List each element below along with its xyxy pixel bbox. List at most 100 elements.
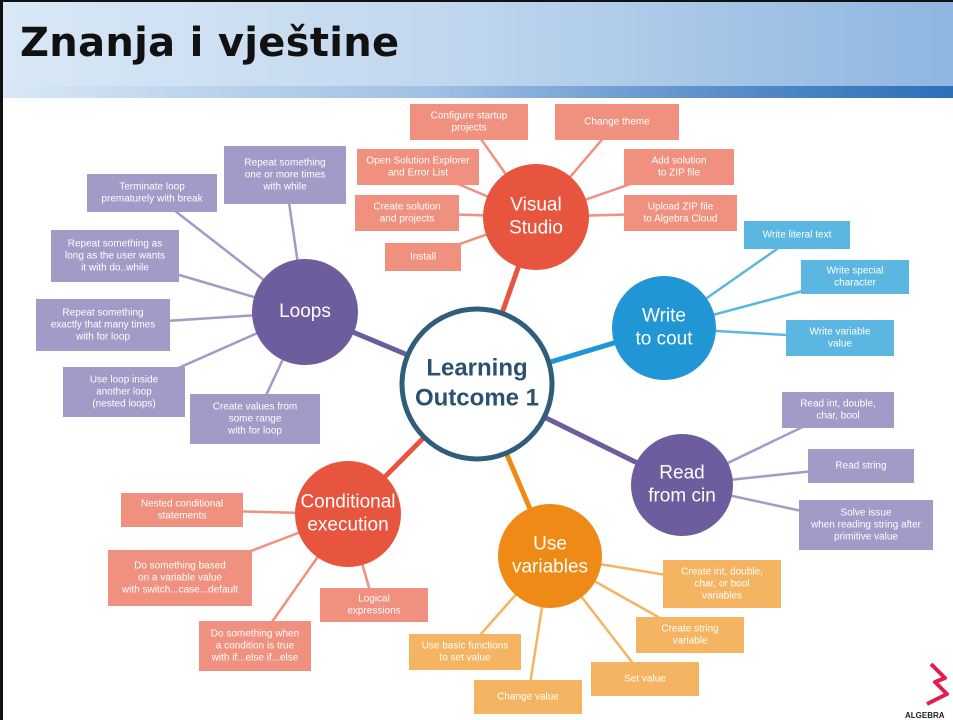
hub-circle xyxy=(295,461,401,567)
leaf-box xyxy=(385,243,461,271)
leaf-node-vs: Change theme xyxy=(555,104,679,140)
leaf-box xyxy=(36,299,170,351)
leaf-box xyxy=(87,174,217,212)
leaf-box xyxy=(591,662,699,696)
leaf-box xyxy=(357,149,479,185)
leaf-label: Change value xyxy=(497,692,559,703)
leaf-box xyxy=(355,195,459,231)
center-circle xyxy=(399,306,555,462)
leaf-label: Read string xyxy=(835,461,886,472)
leaf-node-vs: Install xyxy=(385,243,461,271)
slide-border-left xyxy=(0,0,3,720)
hub-circle xyxy=(612,276,716,380)
leaf-node-vars: Set value xyxy=(591,662,699,696)
leaf-box xyxy=(744,221,850,249)
leaf-box xyxy=(624,195,737,231)
leaf-box xyxy=(108,550,252,606)
leaf-box xyxy=(224,146,346,204)
leaf-label: Read int, double,char, bool xyxy=(800,399,876,422)
hub-circle xyxy=(498,504,602,608)
leaf-box xyxy=(63,367,185,417)
leaf-label: Change theme xyxy=(584,117,650,128)
leaf-box xyxy=(190,394,320,444)
hub-node-loops: Loops xyxy=(252,259,358,365)
header-accent-bar xyxy=(0,86,953,98)
leaf-box xyxy=(320,588,428,622)
leaf-box xyxy=(51,230,179,282)
leaf-box xyxy=(121,493,243,527)
leaf-node-cin: Read int, double,char, bool xyxy=(782,392,894,428)
leaf-box xyxy=(555,104,679,140)
svg-text:ALGEBRA: ALGEBRA xyxy=(905,711,945,720)
hub-circle xyxy=(631,434,733,536)
leaf-node-vars: Change value xyxy=(474,680,582,714)
leaf-box xyxy=(409,634,521,670)
leaf-box xyxy=(199,621,311,671)
hub-circle xyxy=(252,259,358,365)
leaf-box xyxy=(636,617,744,653)
leaf-box xyxy=(474,680,582,714)
leaf-box xyxy=(782,392,894,428)
leaf-box xyxy=(808,449,914,483)
leaf-box xyxy=(801,260,909,294)
leaf-node-cin: Read string xyxy=(808,449,914,483)
slide-border-top xyxy=(0,0,953,2)
leaf-box xyxy=(624,149,734,185)
slide-title: Znanja i vještine xyxy=(20,20,400,66)
leaf-box xyxy=(410,104,528,140)
title-header: Znanja i vještine xyxy=(0,0,953,98)
leaf-box xyxy=(799,500,933,550)
leaf-box xyxy=(663,560,781,608)
